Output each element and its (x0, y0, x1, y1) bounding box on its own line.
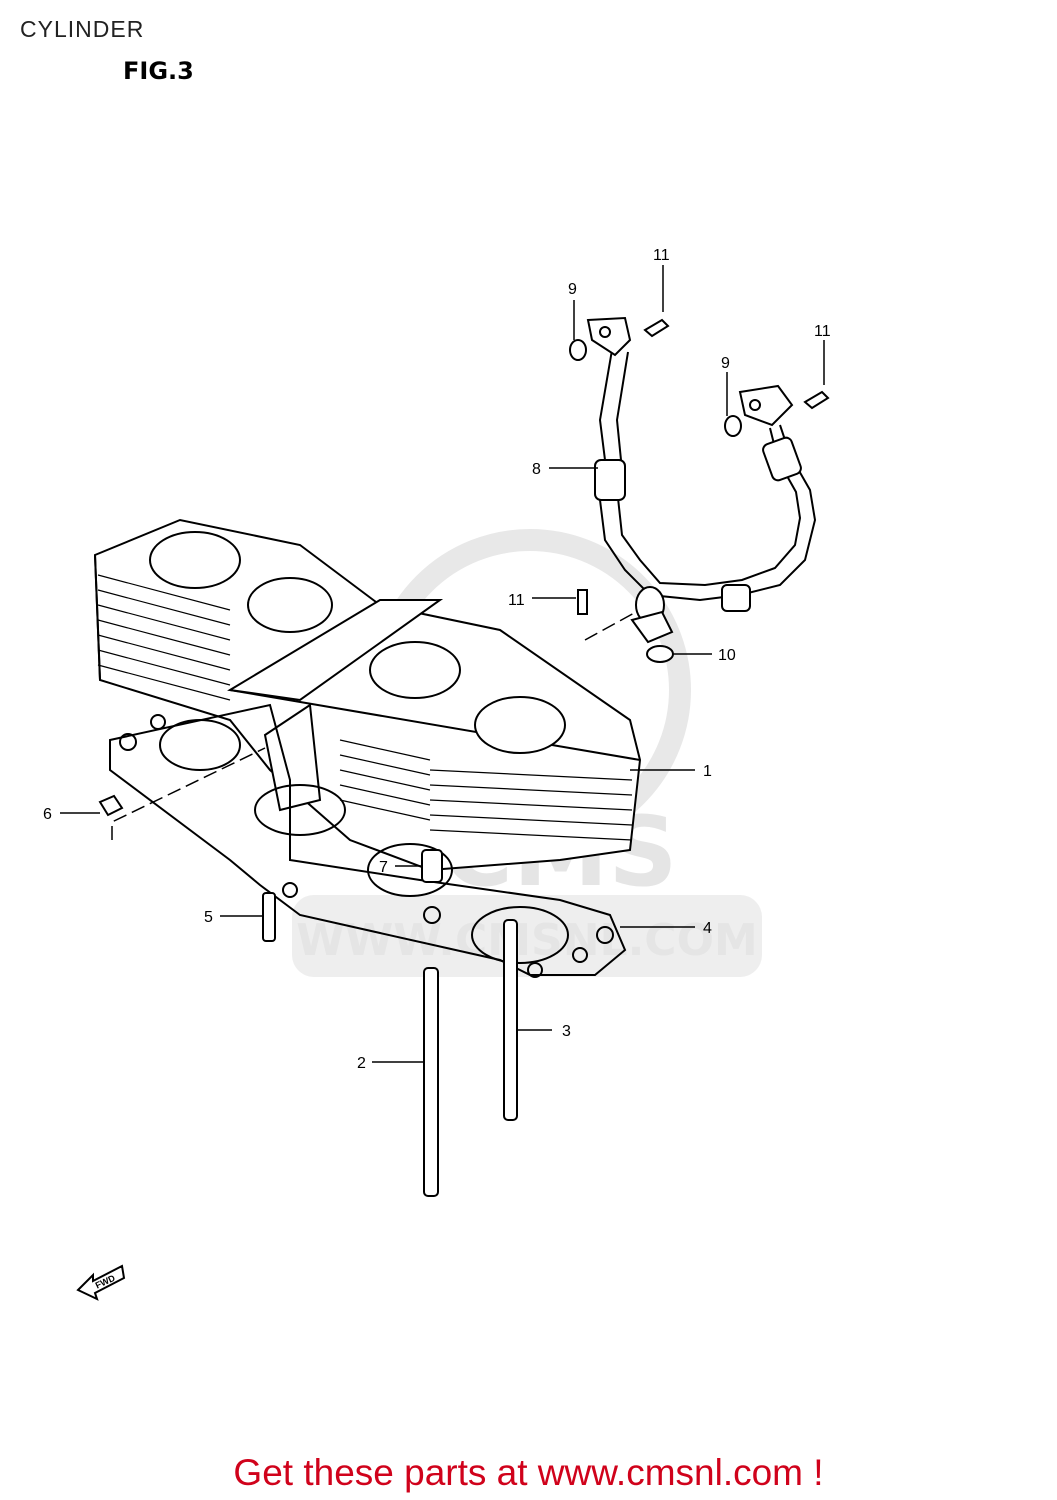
callout-5: 5 (204, 909, 213, 926)
page-title: CYLINDER (20, 16, 145, 42)
callout-2: 2 (357, 1055, 366, 1072)
callouts: 1 2 3 4 5 6 7 8 9 9 10 11 11 11 (43, 247, 831, 1072)
callout-9-upper: 9 (568, 281, 577, 298)
callout-8: 8 (532, 461, 541, 478)
callout-11-middle: 11 (508, 592, 525, 609)
base-gasket (109, 703, 627, 978)
callout-1: 1 (703, 763, 712, 780)
callout-6: 6 (43, 806, 52, 823)
callout-4: 4 (703, 920, 712, 937)
callout-9-lower: 9 (721, 355, 730, 372)
figure-label: FIG.3 (123, 57, 194, 85)
assembly-lines (111, 611, 637, 840)
studs (262, 892, 518, 1197)
callout-10: 10 (718, 647, 736, 664)
oil-pipe (586, 316, 817, 644)
cylinder-block (93, 518, 642, 872)
dowel-and-nut (98, 794, 443, 883)
watermark-url: WWW.CMSNL.COM (296, 915, 758, 966)
callout-3: 3 (562, 1023, 571, 1040)
callout-7: 7 (379, 859, 388, 876)
footer-link[interactable]: Get these parts at www.cmsnl.com ! (233, 1452, 824, 1493)
callout-11-top: 11 (653, 247, 670, 264)
callout-11-right: 11 (814, 323, 831, 340)
leader-lines (60, 265, 825, 1063)
fwd-arrow-icon: FWD (76, 1264, 126, 1301)
